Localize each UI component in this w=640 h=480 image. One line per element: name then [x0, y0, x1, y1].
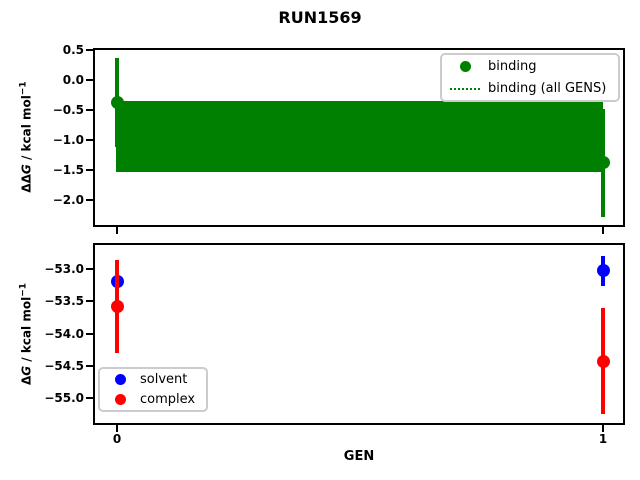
y-tick-label: −53.0	[44, 262, 84, 276]
y-tick-label: −55.0	[44, 391, 84, 405]
x-tick-label: 1	[598, 432, 608, 446]
x-tick	[602, 425, 604, 432]
y-tick-label: −1.0	[52, 133, 84, 147]
y-tick-label: −54.0	[44, 326, 84, 341]
legend-label: solvent	[140, 371, 188, 387]
legend-handle	[442, 87, 488, 90]
legend-item-solvent: solvent	[100, 369, 206, 390]
y-tick	[86, 268, 93, 270]
y-tick-label: −53.5	[44, 294, 84, 309]
legend-label: binding	[488, 59, 537, 74]
legend-item-binding-all-gens: binding (all GENS)	[442, 78, 618, 100]
y-tick	[86, 139, 93, 141]
legend-handle	[100, 394, 140, 406]
figure-title: RUN1569	[278, 8, 362, 27]
plot-area-bottom	[93, 243, 625, 425]
y-tick	[86, 49, 93, 51]
dotted-line-icon	[450, 87, 480, 90]
x-axis-label: GEN	[343, 449, 375, 464]
legend-handle	[100, 373, 140, 385]
y-tick-label: 0.0	[62, 73, 84, 87]
y-tick	[86, 109, 93, 111]
legend-top: binding binding (all GENS)	[440, 53, 620, 102]
y-tick-label: −1.5	[52, 163, 84, 177]
y-tick	[86, 79, 93, 81]
legend-item-complex: complex	[100, 390, 206, 411]
binding-marker-icon	[459, 61, 471, 72]
data-point-marker-complex	[596, 354, 610, 368]
y-tick	[86, 300, 93, 303]
x-tick	[602, 227, 604, 234]
legend-handle	[442, 61, 488, 72]
complex-marker-icon	[114, 394, 126, 406]
y-tick	[86, 397, 93, 399]
data-point-marker-complex	[110, 299, 124, 313]
y-tick	[86, 364, 93, 367]
x-tick	[116, 425, 118, 432]
legend-bottom: solvent complex	[98, 367, 208, 412]
legend-item-binding: binding	[442, 56, 618, 78]
y-tick-label: 0.5	[62, 43, 84, 57]
y-tick	[86, 199, 93, 201]
plot-area-top	[93, 48, 625, 227]
solvent-marker-icon	[114, 373, 126, 385]
x-tick-label: 0	[112, 432, 122, 446]
legend-label: binding (all GENS)	[488, 81, 607, 96]
x-tick	[116, 227, 118, 234]
y-tick-label: −54.5	[44, 358, 84, 373]
y-tick-label: −2.0	[52, 193, 84, 207]
legend-label: complex	[140, 392, 196, 408]
y-tick	[86, 169, 93, 171]
error-band	[116, 101, 603, 172]
data-point-marker-solvent	[596, 264, 610, 278]
y-tick-label: −0.5	[52, 103, 84, 117]
y-tick	[86, 332, 93, 335]
